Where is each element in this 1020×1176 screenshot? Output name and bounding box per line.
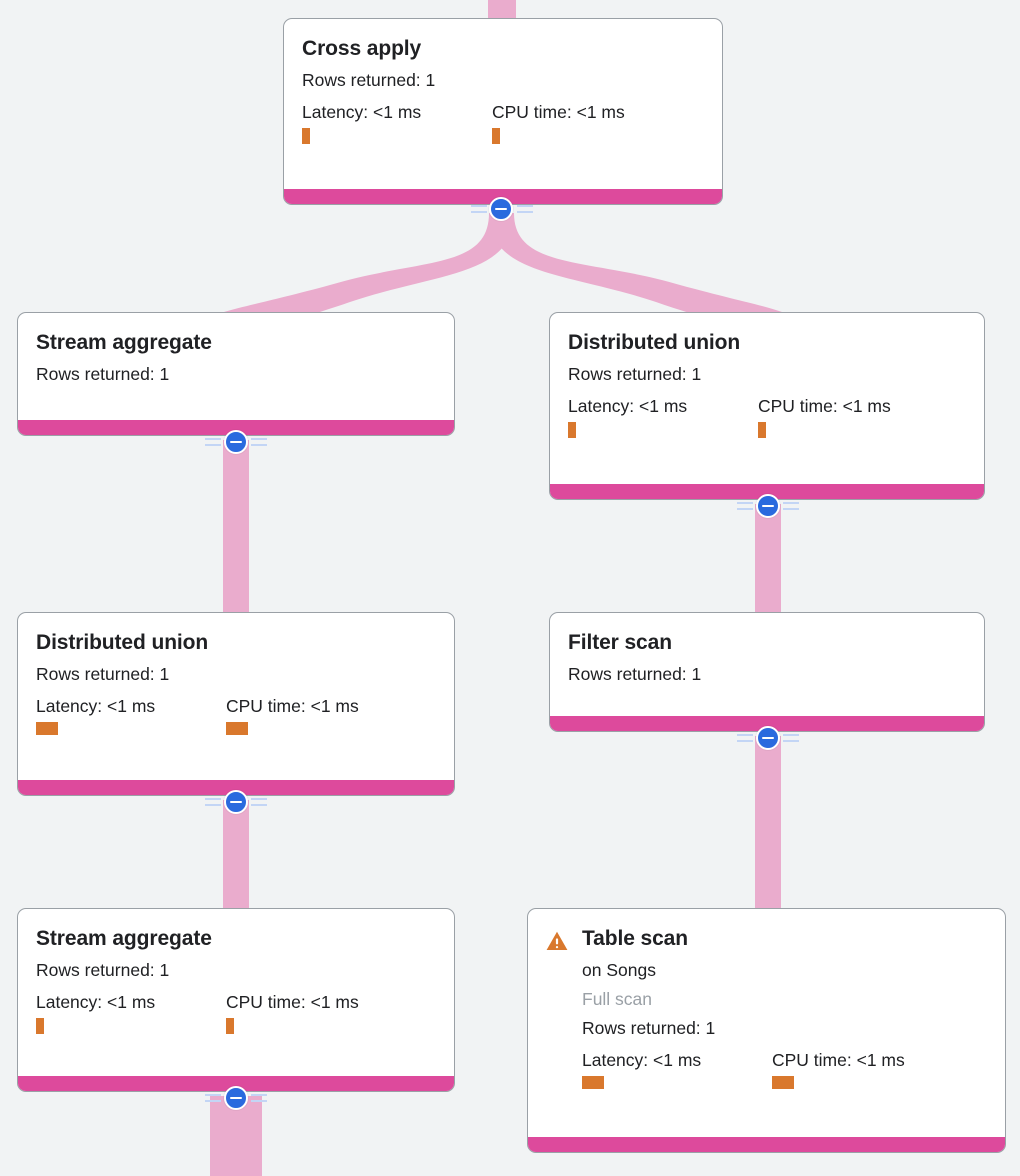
node-metrics: Latency: <1 ms CPU time: <1 ms (36, 991, 436, 1034)
node-target-table: on Songs (582, 960, 656, 980)
metric-latency-bar (36, 722, 58, 735)
node-title: Distributed union (568, 331, 741, 354)
node-content: Stream aggregate Rows returned: 1 (36, 330, 436, 389)
plan-node-table-scan[interactable]: Table scan on Songs Full scan Rows retur… (527, 908, 1006, 1153)
metric-cpu-time-bar (492, 128, 500, 144)
node-content: Cross apply Rows returned: 1 Latency: <1… (302, 36, 704, 144)
collapse-toggle-distributed-union-right[interactable] (756, 494, 780, 518)
node-body: Distributed union Rows returned: 1 Laten… (550, 313, 984, 484)
node-scan-type: Full scan (582, 989, 653, 1009)
node-footer-bar (528, 1137, 1005, 1152)
edge-stream-aggregate-top-to-distributed-union-left (223, 440, 249, 620)
metric-latency-bar (582, 1076, 604, 1089)
node-metrics: Latency: <1 ms CPU time: <1 ms (302, 101, 704, 144)
node-content: Filter scan Rows returned: 1 (568, 630, 966, 689)
node-body: Table scan on Songs Full scan Rows retur… (528, 909, 1005, 1137)
node-metrics: Latency: <1 ms CPU time: <1 ms (568, 395, 966, 438)
node-title: Cross apply (302, 37, 422, 60)
edge-distributed-union-right-to-filter-scan (755, 504, 781, 620)
node-title: Distributed union (36, 631, 209, 654)
node-title: Stream aggregate (36, 331, 212, 354)
node-body: Cross apply Rows returned: 1 Latency: <1… (284, 19, 722, 189)
node-rows-returned: Rows returned: 1 (568, 664, 702, 684)
node-content: Table scan on Songs Full scan Rows retur… (582, 926, 987, 1089)
node-title: Filter scan (568, 631, 672, 654)
node-body: Distributed union Rows returned: 1 Laten… (18, 613, 454, 780)
metric-cpu-time: CPU time: <1 ms (226, 991, 416, 1034)
plan-node-filter-scan[interactable]: Filter scan Rows returned: 1 (549, 612, 985, 732)
plan-node-stream-aggregate-bottom[interactable]: Stream aggregate Rows returned: 1 Latenc… (17, 908, 455, 1092)
metric-latency-bar (302, 128, 310, 144)
collapse-toggle-cross-apply[interactable] (489, 197, 513, 221)
metric-cpu-time-label: CPU time: <1 ms (772, 1050, 905, 1070)
node-content: Distributed union Rows returned: 1 Laten… (36, 630, 436, 735)
node-footer-bar (18, 420, 454, 435)
metric-latency-label: Latency: <1 ms (582, 1050, 702, 1070)
node-body: Stream aggregate Rows returned: 1 (18, 313, 454, 420)
node-warning-column (546, 926, 582, 951)
node-footer-bar (550, 484, 984, 499)
collapse-toggle-stream-aggregate-bottom[interactable] (224, 1086, 248, 1110)
metric-cpu-time-bar (772, 1076, 794, 1089)
node-rows-returned: Rows returned: 1 (568, 364, 702, 384)
collapse-toggle-stream-aggregate-top[interactable] (224, 430, 248, 454)
metric-cpu-time: CPU time: <1 ms (226, 695, 416, 735)
node-rows-returned: Rows returned: 1 (302, 70, 436, 90)
node-content: Stream aggregate Rows returned: 1 Latenc… (36, 926, 436, 1034)
edge-into-root (488, 0, 516, 18)
node-title: Table scan (582, 927, 688, 950)
node-rows-returned: Rows returned: 1 (582, 1018, 716, 1038)
metric-cpu-time-label: CPU time: <1 ms (226, 696, 359, 716)
metric-latency-label: Latency: <1 ms (36, 992, 156, 1012)
edge-distributed-union-left-to-stream-aggregate-bottom (223, 800, 249, 912)
metric-latency: Latency: <1 ms (36, 695, 226, 735)
metric-cpu-time-bar (758, 422, 766, 438)
node-rows-returned: Rows returned: 1 (36, 960, 170, 980)
node-metrics: Latency: <1 ms CPU time: <1 ms (36, 695, 436, 735)
collapse-toggle-distributed-union-left[interactable] (224, 790, 248, 814)
metric-latency-label: Latency: <1 ms (36, 696, 156, 716)
node-footer-bar (18, 1076, 454, 1091)
plan-node-stream-aggregate-top[interactable]: Stream aggregate Rows returned: 1 (17, 312, 455, 436)
metric-latency: Latency: <1 ms (36, 991, 226, 1034)
metric-cpu-time-label: CPU time: <1 ms (758, 396, 891, 416)
node-footer-bar (18, 780, 454, 795)
metric-latency: Latency: <1 ms (568, 395, 758, 438)
node-metrics: Latency: <1 ms CPU time: <1 ms (582, 1049, 987, 1089)
metric-cpu-time: CPU time: <1 ms (758, 395, 948, 438)
collapse-toggle-filter-scan[interactable] (756, 726, 780, 750)
metric-latency-bar (568, 422, 576, 438)
metric-latency-label: Latency: <1 ms (568, 396, 688, 416)
metric-cpu-time-label: CPU time: <1 ms (492, 102, 625, 122)
metric-latency: Latency: <1 ms (302, 101, 492, 144)
node-body: Stream aggregate Rows returned: 1 Latenc… (18, 909, 454, 1076)
warning-triangle-icon (546, 931, 568, 950)
node-rows-returned: Rows returned: 1 (36, 664, 170, 684)
metric-latency: Latency: <1 ms (582, 1049, 772, 1089)
plan-node-distributed-union-left[interactable]: Distributed union Rows returned: 1 Laten… (17, 612, 455, 796)
metric-latency-bar (36, 1018, 44, 1034)
metric-cpu-time: CPU time: <1 ms (772, 1049, 962, 1089)
metric-cpu-time-label: CPU time: <1 ms (226, 992, 359, 1012)
metric-latency-label: Latency: <1 ms (302, 102, 422, 122)
node-title: Stream aggregate (36, 927, 212, 950)
node-footer-bar (550, 716, 984, 731)
plan-node-cross-apply[interactable]: Cross apply Rows returned: 1 Latency: <1… (283, 18, 723, 205)
node-body: Filter scan Rows returned: 1 (550, 613, 984, 716)
metric-cpu-time-bar (226, 1018, 234, 1034)
metric-cpu-time-bar (226, 722, 248, 735)
metric-cpu-time: CPU time: <1 ms (492, 101, 682, 144)
node-rows-returned: Rows returned: 1 (36, 364, 170, 384)
edge-filter-scan-to-table-scan (755, 736, 781, 912)
node-content: Distributed union Rows returned: 1 Laten… (568, 330, 966, 438)
plan-node-distributed-union-right[interactable]: Distributed union Rows returned: 1 Laten… (549, 312, 985, 500)
